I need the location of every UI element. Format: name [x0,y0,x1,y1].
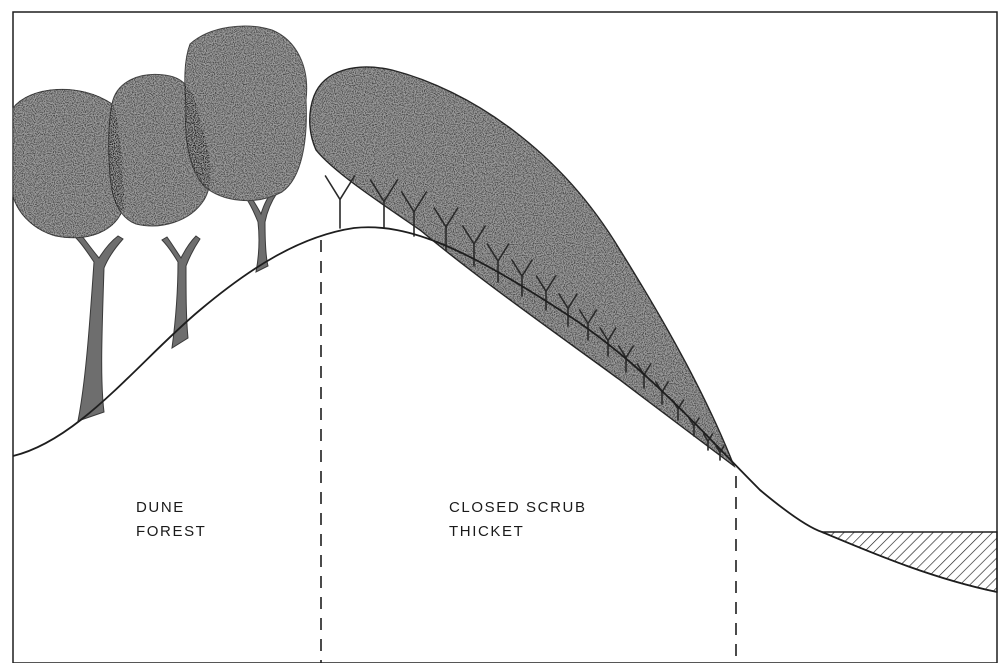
zone-label-dune-forest: DUNE FOREST [136,496,206,544]
zone-label-line: DUNE [136,496,206,520]
zone-label-line: CLOSED SCRUB [449,496,587,520]
zone-label-line: FOREST [136,520,206,544]
scrub-stem [325,176,354,228]
dune-forest-canopy [13,26,307,238]
hatched-water-area [822,532,997,592]
zone-label-closed-scrub-thicket: CLOSED SCRUB THICKET [449,496,587,544]
zone-label-line: THICKET [449,520,587,544]
scrub-thicket-canopy [310,67,734,466]
